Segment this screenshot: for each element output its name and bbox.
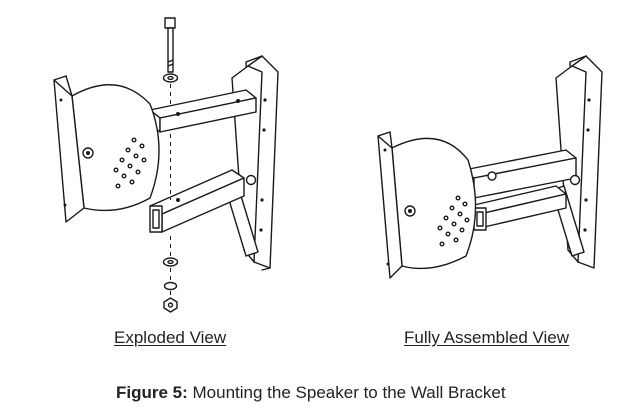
bolt-hardware <box>162 17 179 313</box>
assembled-view-drawing <box>377 55 603 279</box>
speaker-housing <box>53 75 160 223</box>
lower-arm <box>149 169 245 233</box>
assembled-arm <box>463 149 577 231</box>
pivot-bolt-icon <box>245 174 257 186</box>
figure-caption: Figure 5: Mounting the Speaker to the Wa… <box>116 383 506 403</box>
exploded-view-drawing <box>53 17 279 313</box>
perforation-holes <box>113 137 147 189</box>
assembled-view-caption: Fully Assembled View <box>404 328 570 347</box>
pivot-bolt-assembled-icon <box>569 174 581 186</box>
top-bolt-icon <box>487 171 497 181</box>
wall-bracket-plate <box>225 55 279 271</box>
figure-title: Mounting the Speaker to the Wall Bracket <box>187 383 506 402</box>
exploded-view-caption: Exploded View <box>114 328 227 347</box>
figure-number: Figure 5: <box>116 383 188 402</box>
perforation-holes-assembled <box>437 195 470 247</box>
speaker-housing-assembled <box>377 131 477 279</box>
